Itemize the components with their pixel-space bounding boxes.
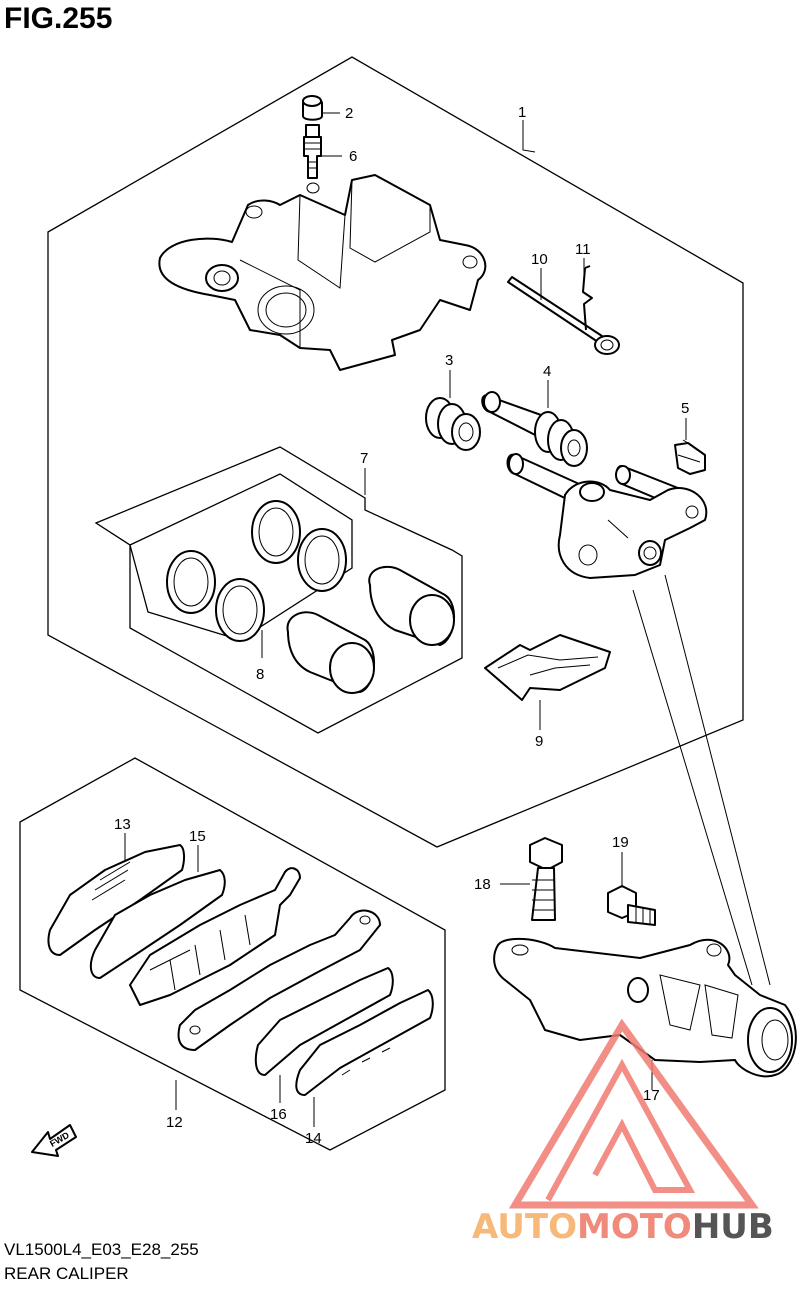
callout-1: 1	[518, 104, 526, 121]
brake-pad-13	[47, 844, 186, 956]
caliper-body	[158, 174, 487, 371]
caliper-assembly-outline	[47, 56, 744, 848]
diagram-name: REAR CALIPER	[4, 1264, 129, 1283]
watermark-triangle	[508, 1018, 759, 1209]
pad-spring-9	[484, 634, 611, 701]
callout-leaders	[124, 112, 687, 1127]
brake-pad-15-shim	[129, 867, 301, 1006]
bleeder-cap	[302, 95, 323, 121]
pad-set-outline	[19, 757, 446, 1151]
bolt-19	[607, 885, 656, 926]
callout-16: 16	[270, 1106, 287, 1123]
callout-14: 14	[305, 1130, 322, 1147]
piston-seals	[166, 500, 347, 642]
callout-12: 12	[166, 1114, 183, 1131]
sleeve-boot-4	[481, 391, 588, 467]
callout-5: 5	[681, 400, 689, 417]
callout-7: 7	[360, 450, 368, 467]
caliper-pin	[507, 276, 620, 355]
watermark-text: AUTOMOTOHUB	[472, 1207, 774, 1247]
callout-10: 10	[531, 251, 548, 268]
leader-holder-to-bracket	[632, 574, 771, 986]
callout-15: 15	[189, 828, 206, 845]
callout-17: 17	[643, 1087, 660, 1104]
watermark-auto: AUTO	[472, 1207, 577, 1247]
boot-3	[425, 397, 481, 451]
bolt-18	[529, 837, 563, 921]
callout-3: 3	[445, 352, 453, 369]
callout-18: 18	[474, 876, 491, 893]
brake-pad-14	[295, 989, 434, 1096]
caliper-holder-upper	[557, 480, 708, 579]
pistons	[286, 565, 456, 694]
callout-19: 19	[612, 834, 629, 851]
watermark-logo	[508, 1018, 759, 1209]
pad-spring-5	[674, 439, 706, 475]
brake-pad-15	[89, 869, 226, 979]
callout-9: 9	[535, 733, 543, 750]
figure-title: FIG.255	[4, 2, 113, 35]
callout-6: 6	[349, 148, 357, 165]
watermark-m-shape	[545, 1058, 696, 1202]
seal-kit-outline	[94, 446, 463, 734]
brake-pad-16-shim	[177, 909, 381, 1051]
callout-13: 13	[114, 816, 131, 833]
callout-8: 8	[256, 666, 264, 683]
bleeder-screw	[303, 124, 322, 179]
brake-pad-16	[254, 967, 394, 1076]
callout-11: 11	[575, 241, 591, 258]
diagram-code: VL1500L4_E03_E28_255	[4, 1240, 199, 1259]
caliper-bracket-17	[493, 937, 797, 1078]
forward-arrow: FWD	[31, 1124, 77, 1157]
callout-labels: 1 2 3 4 5 6 7 8 9 10 11 12 13 14 15 16 1…	[114, 104, 689, 1147]
callout-4: 4	[543, 363, 551, 380]
callout-2: 2	[345, 105, 353, 122]
watermark-moto: MOTO	[577, 1207, 692, 1247]
watermark-hub: HUB	[692, 1207, 774, 1247]
